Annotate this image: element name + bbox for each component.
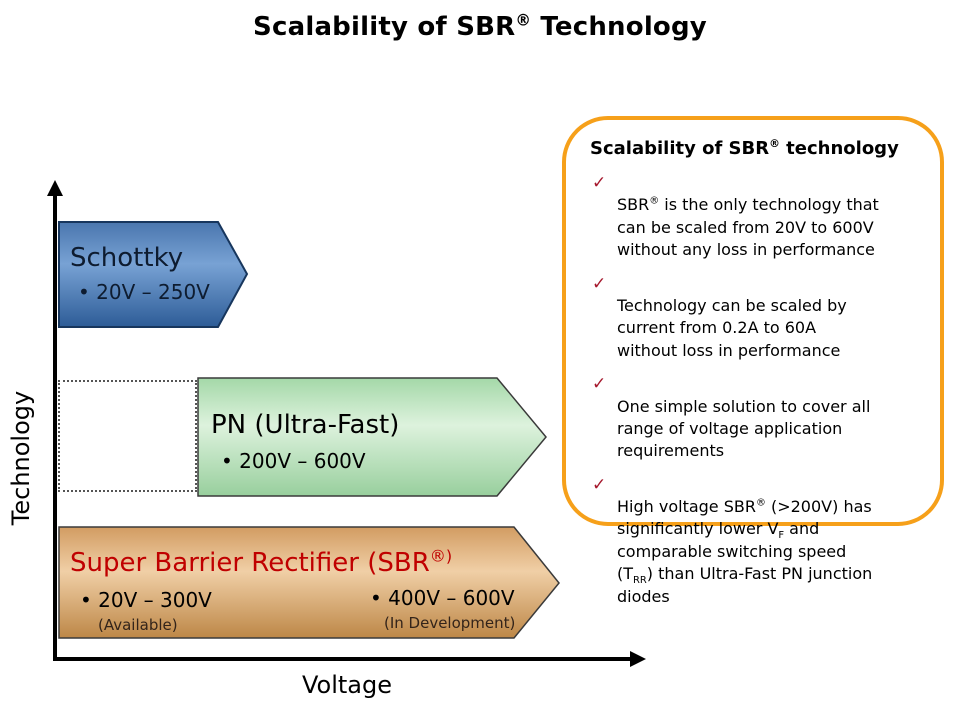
sbr-title-text: Super Barrier Rectifier (SBR [70, 548, 430, 578]
trr-subscript: RR [633, 575, 647, 587]
bullet-text: and comparable switching speed (T [617, 519, 847, 584]
x-axis-label: Voltage [301, 671, 393, 699]
schottky-arrow-shape [58, 221, 249, 328]
callout-bullet-3: ✓ One simple solution to cover all range … [590, 373, 932, 463]
callout-title-text2: technology [779, 138, 899, 159]
callout-bullet-1: ✓ SBR® is the only technology that can be… [590, 172, 932, 262]
sbr-range-low: • 20V – 300V [80, 588, 212, 612]
bullet-text: ) than Ultra-Fast PN junction diodes [617, 564, 873, 606]
callout-bullet-2: ✓ Technology can be scaled by current fro… [590, 273, 932, 363]
page-title-text: Scalability of SBR [253, 12, 516, 42]
pn-range: • 200V – 600V [221, 449, 366, 473]
schottky-arrow: Schottky • 20V – 250V [58, 221, 249, 328]
bullet-text: High voltage SBR [617, 497, 756, 517]
callout-box: Scalability of SBR® technology ✓SBR® is … [562, 116, 944, 606]
registered-mark-icon: ® [769, 137, 780, 150]
x-axis-line [53, 657, 630, 661]
bullet-text: Technology can be scaled by current from… [617, 295, 847, 360]
y-axis-line [53, 194, 57, 660]
sbr-title: Super Barrier Rectifier (SBR®) [70, 548, 452, 578]
bullet-text: One simple solution to cover all range o… [617, 396, 871, 461]
sbr-range-high-note: (In Development) [384, 614, 516, 632]
pn-arrow: PN (Ultra-Fast) • 200V – 600V [197, 377, 547, 497]
check-icon: ✓ [592, 273, 607, 294]
pn-title: PN (Ultra-Fast) [211, 410, 400, 440]
callout-bullet-4: ✓ High voltage SBR® (>200V) has significa… [590, 474, 932, 608]
registered-mark-icon: ® [649, 196, 660, 208]
check-icon: ✓ [592, 173, 607, 193]
callout-title: Scalability of SBR® technology [590, 138, 932, 159]
callout-title-text: Scalability of SBR [590, 138, 770, 159]
schottky-range: • 20V – 250V [78, 280, 210, 304]
bullet-text: is the only technology that can be scale… [617, 195, 879, 260]
sbr-range-high: • 400V – 600V [370, 586, 515, 610]
check-icon: ✓ [592, 374, 607, 395]
schottky-title: Schottky [70, 243, 184, 273]
check-icon: ✓ [592, 474, 607, 495]
y-axis-arrowhead-icon [47, 180, 63, 196]
page-title: Scalability of SBR® Technology [0, 12, 960, 42]
y-axis-label: Technology [7, 390, 35, 526]
page-title-text2: Technology [531, 12, 707, 42]
registered-mark-icon: ® [515, 11, 532, 30]
x-axis-arrowhead-icon [630, 651, 646, 667]
sbr-arrow-shape [58, 526, 560, 639]
sbr-arrow: Super Barrier Rectifier (SBR®) • 20V – 3… [58, 526, 560, 639]
pn-arrow-shape [197, 377, 547, 497]
registered-mark-icon: ® [755, 497, 766, 509]
vf-subscript: F [778, 530, 785, 542]
sbr-range-low-note: (Available) [98, 616, 178, 634]
pn-gap-box [58, 380, 197, 492]
bullet-text: (>200V) has significantly lower V [617, 497, 872, 539]
bullet-text: SBR [617, 195, 650, 215]
registered-mark-icon: ®) [429, 546, 453, 566]
